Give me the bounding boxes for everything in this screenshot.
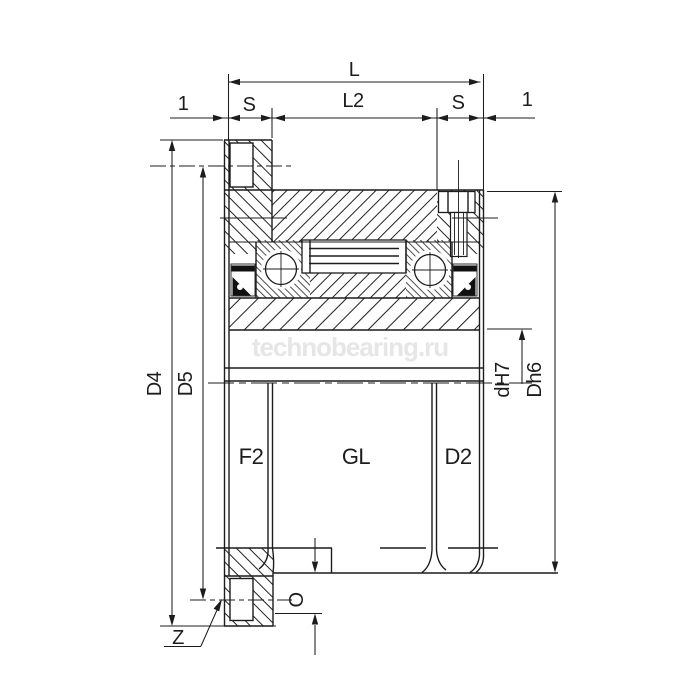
dim-label-dH7: dH7 <box>492 362 514 398</box>
housing-outline <box>220 139 498 576</box>
hub-lower-outline <box>216 383 558 627</box>
dim-label-S-left: S <box>243 94 256 116</box>
sprag-cage <box>301 239 407 274</box>
dim-label-D2: D2 <box>444 444 471 469</box>
left-seal <box>230 263 256 297</box>
dim-label-D5: D5 <box>175 371 197 396</box>
dim-label-L2: L2 <box>342 90 364 112</box>
left-ball-bearing <box>261 249 301 289</box>
dim-label-1-right: 1 <box>522 89 533 111</box>
dimension-lines <box>160 74 562 655</box>
dim-label-S-right: S <box>452 92 465 114</box>
watermark-text: technobearing.ru <box>252 332 448 362</box>
right-seal <box>452 263 478 297</box>
set-screw <box>437 160 476 258</box>
dim-label-Z: Z <box>172 627 184 649</box>
dim-label-L: L <box>349 59 360 81</box>
dim-label-1-left: 1 <box>178 93 189 115</box>
flange-bolt-holes <box>229 142 254 622</box>
dim-label-GL: GL <box>342 444 371 469</box>
centerlines <box>150 165 532 601</box>
right-ball-bearing <box>410 250 450 290</box>
dim-label-F2: F2 <box>239 444 264 469</box>
dim-label-O: O <box>286 592 308 607</box>
dim-label-Dh6: Dh6 <box>524 362 546 398</box>
dim-label-D4: D4 <box>144 371 166 396</box>
